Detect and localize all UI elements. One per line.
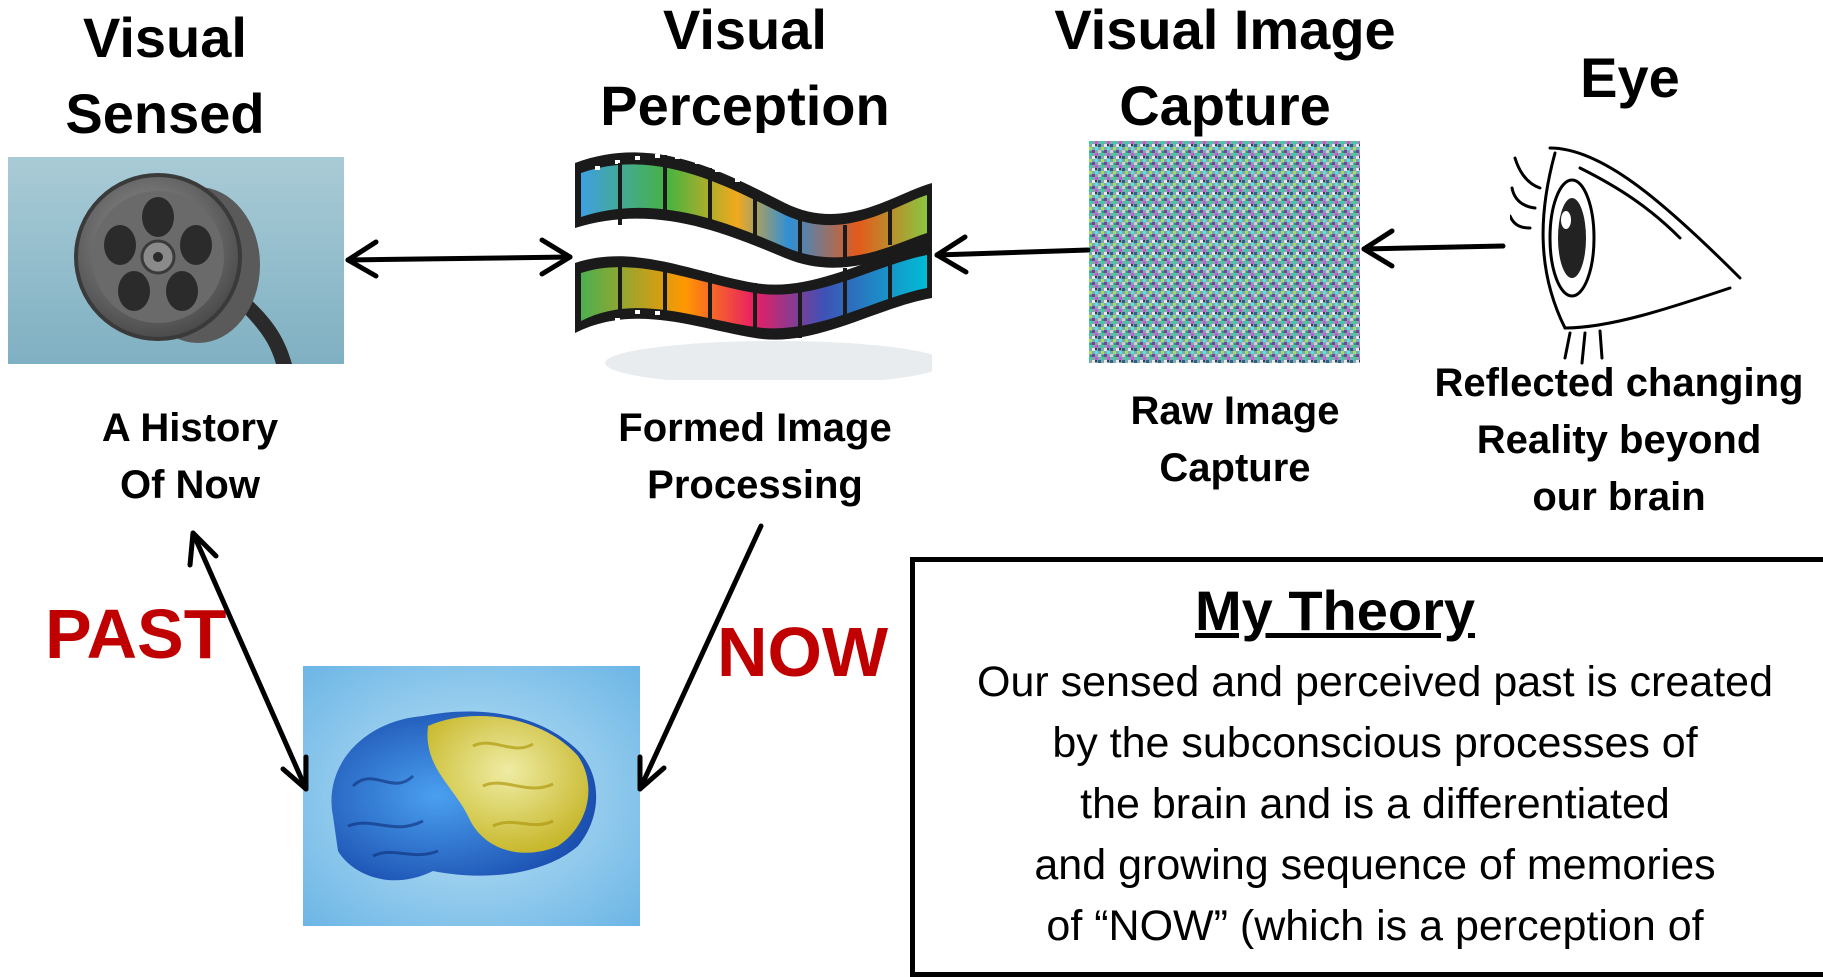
arrow-noise-to-film — [934, 234, 1091, 275]
brain-icon — [303, 666, 640, 926]
caption-reflected: Reflected changing Reality beyond our br… — [1415, 355, 1823, 526]
title-perception-line1: Visual — [663, 0, 827, 61]
caption-formed-line2: Processing — [647, 463, 863, 507]
theory-body: Our sensed and perceived past is created… — [915, 652, 1823, 957]
caption-reflected-line2: Reality beyond — [1476, 418, 1762, 462]
arrow-reel-film — [345, 237, 573, 279]
caption-reflected-line1: Reflected changing — [1434, 361, 1804, 405]
title-sensed-past-line1: Visual — [83, 6, 247, 69]
theory-line-4: and growing sequence of memories — [1034, 841, 1716, 889]
caption-raw-line2: Capture — [1159, 446, 1311, 490]
caption-history-line2: Of Now — [120, 463, 260, 507]
title-capture-line2: Capture — [1119, 74, 1331, 137]
caption-formed-line1: Formed Image — [618, 406, 892, 450]
title-capture-line1: Visual Image — [1054, 0, 1396, 61]
title-capture: Visual Image Capture — [1040, 0, 1410, 144]
arrow-now-brain — [637, 523, 764, 792]
theory-line-1: Our sensed and perceived past is created — [977, 658, 1773, 706]
eye-icon — [1510, 146, 1742, 365]
theory-box: My Theory Our sensed and perceived past … — [910, 557, 1823, 977]
theory-line-5: of “NOW” (which is a perception of — [1046, 902, 1704, 950]
title-perception: Visual Perception — [575, 0, 915, 144]
caption-history: A History Of Now — [40, 400, 340, 514]
arrow-eye-to-noise — [1361, 228, 1506, 269]
title-eye: Eye — [1580, 46, 1680, 109]
theory-line-2: by the subconscious processes of — [1052, 719, 1698, 767]
filmstrip-icon — [575, 133, 932, 380]
label-now: NOW — [717, 613, 889, 691]
theory-title: My Theory — [1194, 579, 1476, 642]
caption-formed: Formed Image Processing — [585, 400, 925, 514]
film-reel-icon — [8, 157, 344, 364]
caption-raw-line1: Raw Image — [1130, 389, 1340, 433]
caption-raw: Raw Image Capture — [1090, 383, 1380, 497]
caption-history-line1: A History — [101, 406, 279, 450]
theory-line-3: the brain and is a differentiated — [1080, 780, 1670, 828]
static-noise-icon — [1089, 141, 1360, 363]
caption-reflected-line3: our brain — [1532, 475, 1706, 519]
title-perception-line2: Perception — [600, 74, 890, 137]
label-past: PAST — [45, 595, 227, 673]
arrows-layer — [187, 228, 1506, 792]
arrow-brain-past — [187, 530, 309, 792]
